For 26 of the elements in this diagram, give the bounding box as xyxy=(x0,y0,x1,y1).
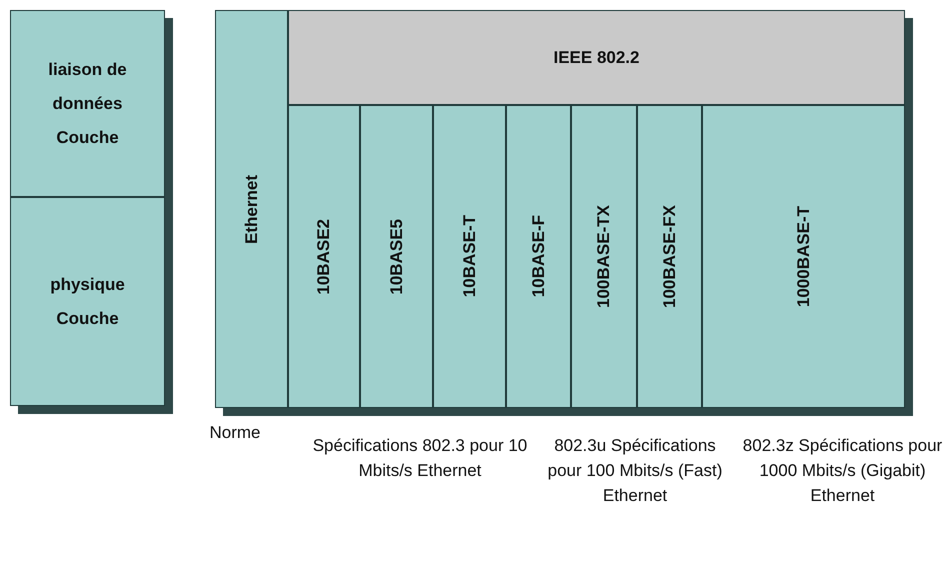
layer-label: IEEE 802.2 xyxy=(552,48,640,68)
spec-note: Norme xyxy=(208,422,262,444)
layer-label: Ethernet xyxy=(242,174,262,244)
spec-note: Spécifications 802.3 pour 10 Mbits/s Ethernet xyxy=(312,435,528,482)
layer-label: 1000BASE-T xyxy=(794,206,814,308)
layer-label: 10BASE-F xyxy=(528,215,548,298)
layer-box xyxy=(10,10,165,197)
standard-column xyxy=(360,105,433,408)
layer-label: 100BASE-FX xyxy=(660,205,680,308)
layer-label: 100BASE-TX xyxy=(594,205,614,308)
standard-column xyxy=(637,105,702,408)
standard-column xyxy=(571,105,637,408)
layer-box xyxy=(10,197,165,406)
layer-label: 10BASE-T xyxy=(460,215,480,298)
standard-column xyxy=(702,105,905,408)
layer-label: 10BASE2 xyxy=(314,218,334,294)
spec-note: 802.3u Spécifications pour 100 Mbits/s (Fast) Ethernet xyxy=(546,435,724,507)
standard-column xyxy=(506,105,571,408)
standard-column xyxy=(215,10,288,408)
standard-column xyxy=(288,105,360,408)
layer-label: physique Couche xyxy=(49,274,126,330)
layer-label: 10BASE5 xyxy=(386,218,406,294)
layer-label: liaison de données Couche xyxy=(47,58,128,148)
spec-note: 802.3z Spécifications pour 1000 Mbits/s (Gigabit) Ethernet xyxy=(742,435,944,507)
sublayer-bar xyxy=(288,10,905,105)
standard-column xyxy=(433,105,506,408)
